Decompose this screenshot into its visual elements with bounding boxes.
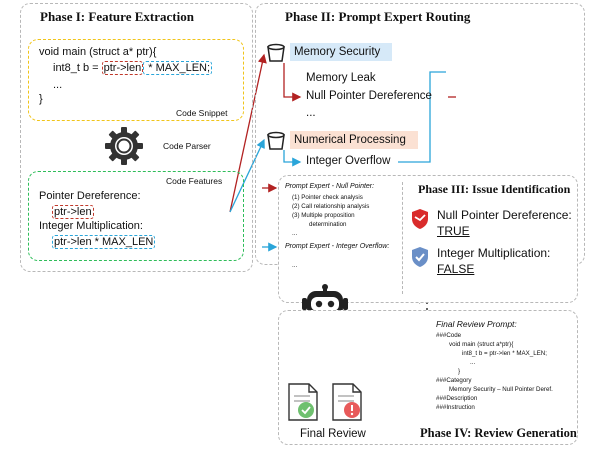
expert2-more: ...	[292, 262, 298, 269]
phase3-divider	[402, 182, 403, 294]
expert1-step-3: (3) Multiple proposition	[292, 212, 355, 219]
issue2-value: FALSE	[437, 262, 475, 276]
expert1-step-2: (2) Call relationship analysis	[292, 203, 370, 210]
arrow-to-memory-security	[229, 53, 267, 213]
prompt-line-3: int8_t b = ptr->len * MAX_LEN;	[462, 350, 547, 357]
code-features-box	[28, 171, 244, 261]
expert1-title: Prompt Expert - Null Pointer:	[285, 183, 375, 190]
expert1-step-1: (1) Pointer check analysis	[292, 194, 363, 201]
cat1-item-3: ...	[306, 107, 316, 119]
issue1-name: Null Pointer Dereference:	[437, 208, 572, 222]
feature2-title: Integer Multiplication:	[39, 220, 143, 232]
gear-icon	[103, 125, 145, 167]
cat1-item-2: Null Pointer Dereference	[306, 90, 432, 102]
features-label: Code Features	[166, 176, 223, 186]
snippet-line-1: void main (struct a* ptr){	[39, 46, 157, 58]
prompt-line-5: }	[458, 368, 461, 375]
phase4-panel	[278, 310, 578, 445]
prompt-line-9: ###Instruction	[436, 404, 475, 411]
prompt-line-2: void main (struct a*ptr){	[449, 341, 514, 348]
prompt-line-4: ...	[470, 359, 476, 366]
feature1-value: ptr->len	[52, 205, 94, 219]
cat1-item-1: Memory Leak	[306, 72, 376, 84]
prompt-line-1: ###Code	[436, 332, 462, 339]
code-snippet-box	[28, 39, 244, 121]
database-icon	[266, 131, 286, 151]
check-shield-icon	[410, 246, 430, 268]
phase1-title: Phase I: Feature Extraction	[40, 9, 194, 24]
phase3-title: Phase III: Issue Identification	[418, 182, 571, 196]
phase3-panel	[278, 175, 578, 303]
final-review-label: Final Review	[300, 428, 366, 440]
database-icon	[266, 43, 286, 63]
category-numerical-processing: Numerical Processing	[290, 131, 418, 149]
feature1-title: Pointer Dereference:	[39, 190, 141, 202]
category-memory-security: Memory Security	[290, 43, 392, 61]
snippet-line-2: int8_t b = ptr->len * MAX_LEN;	[53, 61, 213, 75]
expert1-more: ...	[292, 230, 298, 237]
expert2-title: Prompt Expert - Integer Overflow:	[285, 243, 390, 250]
review-document-approved-icon	[286, 382, 322, 422]
snippet-line-4: }	[39, 93, 43, 105]
feature2-value: ptr->len * MAX_LEN	[52, 235, 156, 249]
prompt-line-7: Memory Security – Null Pointer Deref.	[449, 386, 553, 393]
snippet-line-2-prefix: int8_t b =	[53, 62, 102, 74]
snippet-label: Code Snippet	[176, 108, 228, 118]
issue1-value: TRUE	[437, 224, 470, 238]
phase1-panel	[20, 3, 253, 272]
parser-label: Code Parser	[163, 141, 211, 151]
arrow-to-integer-overflow	[283, 150, 302, 167]
snippet-line-3: ...	[53, 79, 63, 91]
phase4-title: Phase IV: Review Generation	[420, 426, 577, 440]
cat2-item-1: Integer Overflow	[306, 155, 391, 167]
arrow-to-numerical-processing	[229, 138, 265, 213]
phase2-title: Phase II: Prompt Expert Routing	[285, 9, 471, 24]
final-review-prompt-title: Final Review Prompt:	[436, 319, 517, 329]
bug-shield-icon	[410, 208, 430, 230]
prompt-line-6: ###Category	[436, 377, 472, 384]
issue2-name: Integer Multiplication:	[437, 246, 551, 260]
arrow-to-null-pointer	[283, 63, 302, 102]
snippet-highlight-multiplication: * MAX_LEN;	[143, 61, 213, 75]
prompt-line-8: ###Description	[436, 395, 478, 402]
review-document-issue-icon	[330, 382, 368, 422]
snippet-highlight-pointer: ptr->len	[101, 61, 144, 75]
expert1-step-3b: determination	[309, 221, 347, 228]
